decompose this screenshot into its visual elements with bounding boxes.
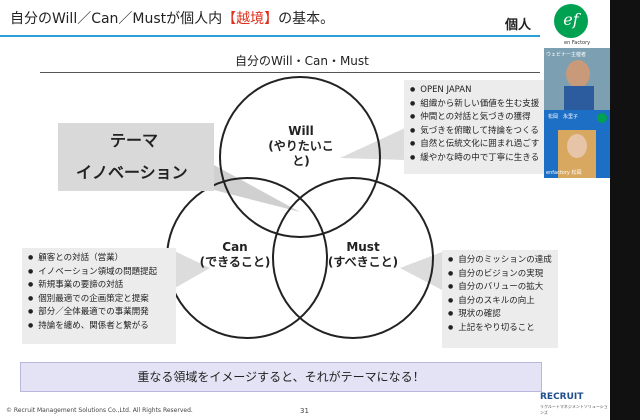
will-list: OPEN JAPAN組織から新しい価値を生む支援仲間との対話と気づきの獲得気づき… xyxy=(410,84,546,165)
page-number: 31 xyxy=(300,407,309,415)
participant-video-tile[interactable]: 松岡 永里子 enfactory 松岡 xyxy=(544,110,610,178)
must-list-item: 自分のミッションの達成 xyxy=(448,254,552,268)
brand-subtitle: リクルートマネジメントソリューションズ xyxy=(540,404,608,415)
can-list-item: イノベーション領域の問題提起 xyxy=(28,266,170,280)
slide-title: 自分のWill／Can／Mustが個人内【越境】の基本。 xyxy=(10,11,335,27)
will-label: Will(やりたいこと) xyxy=(268,124,334,168)
can-list-item: 持論を纏め、関係者と繋がる xyxy=(28,320,170,334)
must-list-box: 自分のミッションの達成自分のビジョンの実現自分のバリューの拡大自分のスキルの向上… xyxy=(442,250,558,348)
can-callout xyxy=(168,248,210,292)
will-list-item: 自然と伝統文化に囲まれ過ごす xyxy=(410,138,546,152)
will-list-item: OPEN JAPAN xyxy=(410,84,546,98)
will-list-box: OPEN JAPAN組織から新しい価値を生む支援仲間との対話と気づきの獲得気づき… xyxy=(404,80,552,174)
participant-avatar xyxy=(558,113,607,178)
brand-logo: RECRUIT xyxy=(540,392,584,402)
can-list-box: 顧客との対話（営業）イノベーション領域の問題提起新規事業の要諦の対話個別最適での… xyxy=(22,248,176,344)
can-label: Can(できること) xyxy=(199,240,271,269)
host-logo-tile[interactable]: ef en Factory xyxy=(544,0,610,48)
section-rule xyxy=(40,72,540,73)
theme-value: イノベーション xyxy=(76,163,188,182)
host-label: ウェビナー主催者 xyxy=(546,52,587,58)
must-list-item: 自分のスキルの向上 xyxy=(448,295,552,309)
video-panel: ef en Factory ウェビナー主催者 松岡 永里子 enfactory … xyxy=(544,0,610,178)
will-list-item: 緩やかな時の中で丁寧に生きる xyxy=(410,152,546,166)
theme-callout xyxy=(214,165,300,212)
theme-heading: テーマ xyxy=(110,131,159,150)
host-video-tile[interactable]: ウェビナー主催者 xyxy=(544,48,610,110)
participant-name: 松岡 永里子 xyxy=(548,114,579,120)
venn-diagram xyxy=(166,76,442,339)
company-name: en Factory xyxy=(564,40,591,46)
must-list-item: 自分のビジョンの実現 xyxy=(448,268,552,282)
can-list-item: 顧客との対話（営業） xyxy=(28,252,170,266)
host-avatar xyxy=(564,60,594,110)
will-circle xyxy=(219,76,381,238)
enfactory-logo: ef xyxy=(554,4,588,38)
will-list-item: 組織から新しい価値を生む支援 xyxy=(410,98,546,112)
can-list-item: 個別最適での企画策定と提案 xyxy=(28,293,170,307)
theme-box: テーマ イノベーション xyxy=(58,123,214,191)
can-list: 顧客との対話（営業）イノベーション領域の問題提起新規事業の要諦の対話個別最適での… xyxy=(28,252,170,333)
title-highlight: 【越境】 xyxy=(222,11,279,27)
section-title: 自分のWill・Can・Must xyxy=(235,54,369,68)
must-label: Must(すべきこと) xyxy=(327,240,399,269)
must-callout xyxy=(400,252,442,290)
can-list-item: 部分／全体最適での事業開発 xyxy=(28,306,170,320)
can-list-item: 新規事業の要諦の対話 xyxy=(28,279,170,293)
copyright: © Recruit Management Solutions Co.,Ltd. … xyxy=(6,407,193,414)
corner-text: 個人 xyxy=(505,18,532,33)
must-list-item: 上記をやり切ること xyxy=(448,322,552,336)
right-dark-strip xyxy=(610,0,640,420)
must-list-item: 自分のバリューの拡大 xyxy=(448,281,552,295)
title-underline xyxy=(0,35,540,37)
must-list: 自分のミッションの達成自分のビジョンの実現自分のバリューの拡大自分のスキルの向上… xyxy=(448,254,552,335)
must-list-item: 現状の確認 xyxy=(448,308,552,322)
bottom-message: 重なる領域をイメージすると、それがテーマになる！ xyxy=(20,362,542,392)
participant-label: enfactory 松岡 xyxy=(546,170,582,176)
will-callout xyxy=(340,128,405,160)
must-circle xyxy=(272,177,434,339)
will-list-item: 気づきを俯瞰して持論をつくる xyxy=(410,125,546,139)
slide: 自分のWill／Can／Mustが個人内【越境】の基本。 個人 自分のWill・… xyxy=(0,0,610,420)
will-list-item: 仲間との対話と気づきの獲得 xyxy=(410,111,546,125)
